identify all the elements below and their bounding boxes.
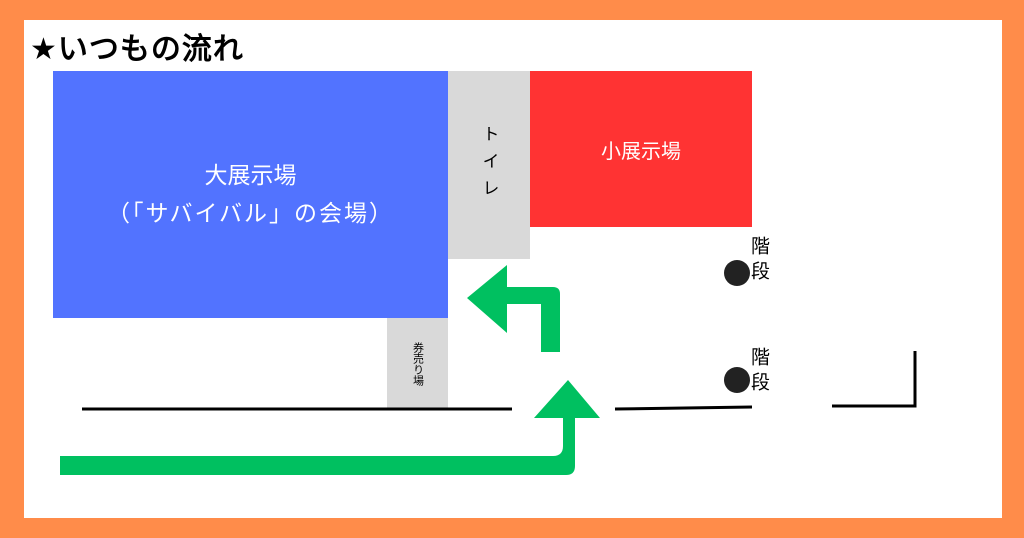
ticket-booth: 券売り場 [387, 318, 448, 409]
stairs-label-lower: 階段 [748, 347, 770, 397]
stairs-marker-icon [724, 260, 750, 286]
stairs-marker-icon [724, 367, 750, 393]
large-hall: 大展示場 （「サバイバル」の会場） [53, 71, 448, 318]
flow-arrow-icon [60, 380, 600, 475]
turn-arrow-icon [467, 265, 560, 352]
small-hall-label: 小展示場 [601, 138, 681, 163]
small-hall: 小展示場 [530, 71, 752, 227]
large-hall-name: 大展示場 [204, 162, 297, 189]
toilet-label: トイレ [478, 124, 499, 206]
wall-line [614, 405, 753, 411]
wall-corner [832, 351, 917, 408]
stairs-label-upper: 階段 [748, 236, 770, 286]
diagram-title: ★いつもの流れ [30, 32, 244, 67]
ticket-booth-label: 券売り場 [411, 341, 425, 386]
toilet: トイレ [448, 71, 530, 259]
large-hall-subtitle: （「サバイバル」の会場） [106, 200, 395, 227]
